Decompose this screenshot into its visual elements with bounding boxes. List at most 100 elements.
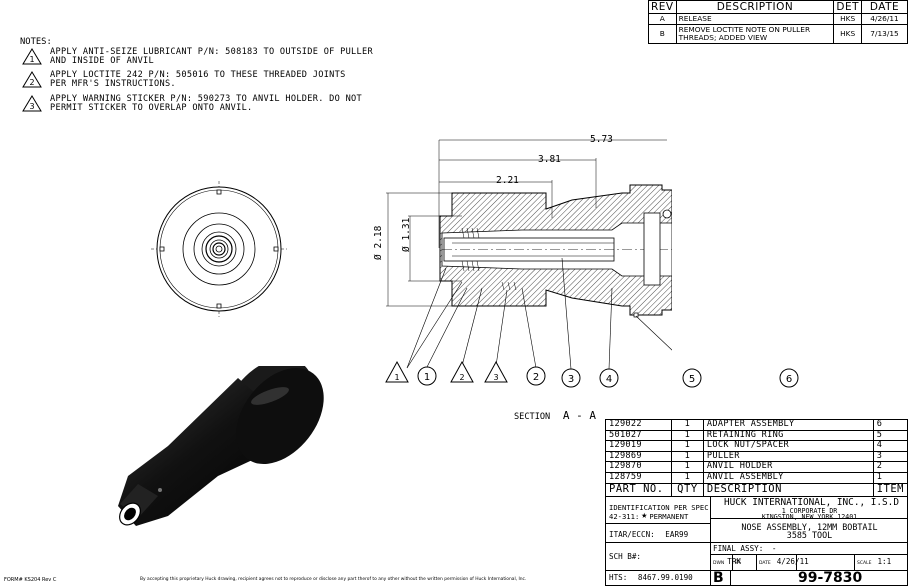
- svg-text:4: 4: [606, 374, 612, 385]
- company-address: 1 CORPORATE DR: [781, 507, 838, 515]
- section-view-drawing: 1 2 3 1 2 3 4: [385, 139, 672, 388]
- end-view-drawing: [151, 181, 287, 317]
- bom-row: 129022 1 ADAPTER ASSEMBLY 6: [605, 419, 909, 431]
- bom-header-description: DESCRIPTION: [702, 482, 874, 497]
- bom-row: 129870 1 ANVIL HOLDER 2: [605, 461, 909, 473]
- note-item: 3 APPLY WARNING STICKER P/N: 590273 TO A…: [22, 95, 362, 113]
- bom-description: RETAINING RING: [702, 429, 874, 442]
- bom-item: 3: [872, 450, 909, 463]
- itar-row: ITAR/ECCN: EAR99: [609, 530, 689, 539]
- final-assy-row: FINAL ASSY: -: [713, 544, 777, 553]
- dimension-length: 2.21: [496, 175, 519, 186]
- bom-header-item: ITEM: [872, 482, 909, 497]
- bom-row: 129869 1 PULLER 3: [605, 450, 909, 463]
- drawing-title-line: 3585 TOOL: [786, 530, 833, 540]
- scale-field: SCALE 1:1: [857, 557, 892, 566]
- revision-date: 7/13/15: [861, 24, 908, 44]
- bom-description: ANVIL HOLDER: [702, 461, 874, 473]
- note-text-line: APPLY LOCTITE 242 P/N: 505016 TO THESE T…: [50, 70, 346, 80]
- item-balloon: 6: [779, 368, 799, 388]
- bom-qty: 1: [670, 429, 704, 442]
- bom-item: 1: [872, 471, 909, 484]
- bom-item: 4: [872, 440, 909, 452]
- note-text-line: PERMIT STICKER TO OVERLAP ONTO ANVIL.: [50, 103, 253, 113]
- bom-description: LOCK NUT/SPACER: [702, 440, 874, 452]
- note-text-line: APPLY ANTI-SEIZE LUBRICANT P/N: 508183 T…: [50, 47, 373, 57]
- isometric-view-drawing: [118, 366, 324, 526]
- bom-qty: 1: [670, 471, 704, 484]
- svg-text:1: 1: [424, 372, 430, 383]
- note-flag-icon: 1: [385, 360, 409, 383]
- dimension-overall-length: 5.73: [590, 134, 613, 145]
- bom-item: 6: [872, 419, 909, 431]
- bom-part-no: 129870: [605, 461, 672, 473]
- notes-title: NOTES:: [20, 37, 52, 47]
- bom-description: ANVIL ASSEMBLY: [702, 471, 874, 484]
- bom-header-qty: QTY: [670, 482, 704, 497]
- note-text-line: AND INSIDE OF ANVIL: [50, 56, 155, 66]
- svg-text:6: 6: [786, 374, 792, 385]
- svg-text:1: 1: [394, 373, 399, 382]
- note-flag-icon: 2: [22, 71, 42, 88]
- revision-det: HKS: [833, 24, 862, 44]
- bom-part-no: 128759: [605, 471, 672, 484]
- right-balloons: 5 6: [682, 368, 799, 388]
- bom-part-no: 129019: [605, 440, 672, 452]
- revision-date: 4/26/11: [861, 13, 908, 25]
- item-balloon: 1: [417, 366, 437, 386]
- date-field: DATE 4/26/11: [759, 557, 809, 566]
- revision-table: REV DESCRIPTION DET DATE A RELEASE HKS 4…: [648, 0, 908, 44]
- company-name: HUCK INTERNATIONAL, INC., I.S.D: [724, 497, 899, 508]
- revision-det: HKS: [833, 13, 862, 25]
- sch-label: SCH B#:: [609, 552, 642, 561]
- item-balloon: 4: [599, 368, 619, 388]
- bom-row: 128759 1 ANVIL ASSEMBLY 1: [605, 471, 909, 484]
- drawing-title-line: NOSE ASSEMBLY, 12MM BOBTAIL: [741, 522, 878, 532]
- star-icon: ★: [641, 510, 648, 521]
- note-text-line: APPLY WARNING STICKER P/N: 590273 TO ANV…: [50, 94, 363, 104]
- bom-qty: 1: [670, 461, 704, 473]
- svg-text:3: 3: [493, 373, 498, 382]
- svg-text:1: 1: [29, 55, 34, 64]
- ck-label: CK: [735, 560, 742, 565]
- dimension-outer-diameter: Ø 2.18: [373, 225, 384, 260]
- note-flag-icon: 3: [22, 95, 42, 112]
- dwn-field: DWN TRK: [713, 557, 741, 566]
- bom-part-no: 129022: [605, 419, 672, 431]
- bom-header-row: PART NO. QTY DESCRIPTION ITEM: [605, 482, 909, 497]
- bom-item: 5: [872, 429, 909, 442]
- drawing-number: 99-7830: [798, 570, 863, 586]
- bom-part-no: 129869: [605, 450, 672, 463]
- note-text-line: PER MFR'S INSTRUCTIONS.: [50, 79, 176, 89]
- svg-text:3: 3: [568, 374, 574, 385]
- form-number: FORM# KS204 Rev C: [4, 577, 57, 583]
- revision-description: RELEASE: [675, 13, 835, 25]
- description-header: DESCRIPTION: [675, 0, 835, 14]
- note-flag-icon: 1: [22, 48, 42, 65]
- identification-row: 42-311: ★ PERMANENT: [609, 510, 689, 521]
- company-address: KINGSTON, NEW YORK 12401: [761, 513, 858, 521]
- dimension-length: 3.81: [538, 154, 561, 165]
- det-header: DET: [833, 0, 862, 14]
- revision-rev: B: [648, 24, 677, 44]
- svg-text:2: 2: [459, 373, 464, 382]
- section-label: SECTION A - A: [514, 409, 596, 422]
- bom-qty: 1: [670, 419, 704, 431]
- proprietary-disclaimer: By accepting this proprietary Huck drawi…: [140, 577, 527, 582]
- date-header: DATE: [861, 0, 908, 14]
- note-item: 2 APPLY LOCTITE 242 P/N: 505016 TO THESE…: [22, 71, 346, 89]
- identification-label: IDENTIFICATION PER SPEC: [609, 503, 709, 512]
- revision-header-row: REV DESCRIPTION DET DATE: [648, 0, 908, 14]
- svg-text:3: 3: [29, 102, 34, 111]
- item-balloon: 3: [561, 368, 581, 388]
- bom-header-part-no: PART NO.: [605, 482, 672, 497]
- bom-row: 501027 1 RETAINING RING 5: [605, 429, 909, 442]
- revision-row: B REMOVE LOCTITE NOTE ON PULLER THREADS;…: [648, 24, 908, 44]
- title-block: IDENTIFICATION PER SPEC 42-311: ★ PERMAN…: [605, 496, 908, 586]
- bom-row: 129019 1 LOCK NUT/SPACER 4: [605, 440, 909, 452]
- svg-text:2: 2: [29, 78, 34, 87]
- bom-item: 2: [872, 461, 909, 473]
- bom-description: ADAPTER ASSEMBLY: [702, 419, 874, 431]
- item-balloon: 2: [526, 366, 546, 386]
- dimension-inner-diameter: Ø 1.31: [401, 217, 412, 252]
